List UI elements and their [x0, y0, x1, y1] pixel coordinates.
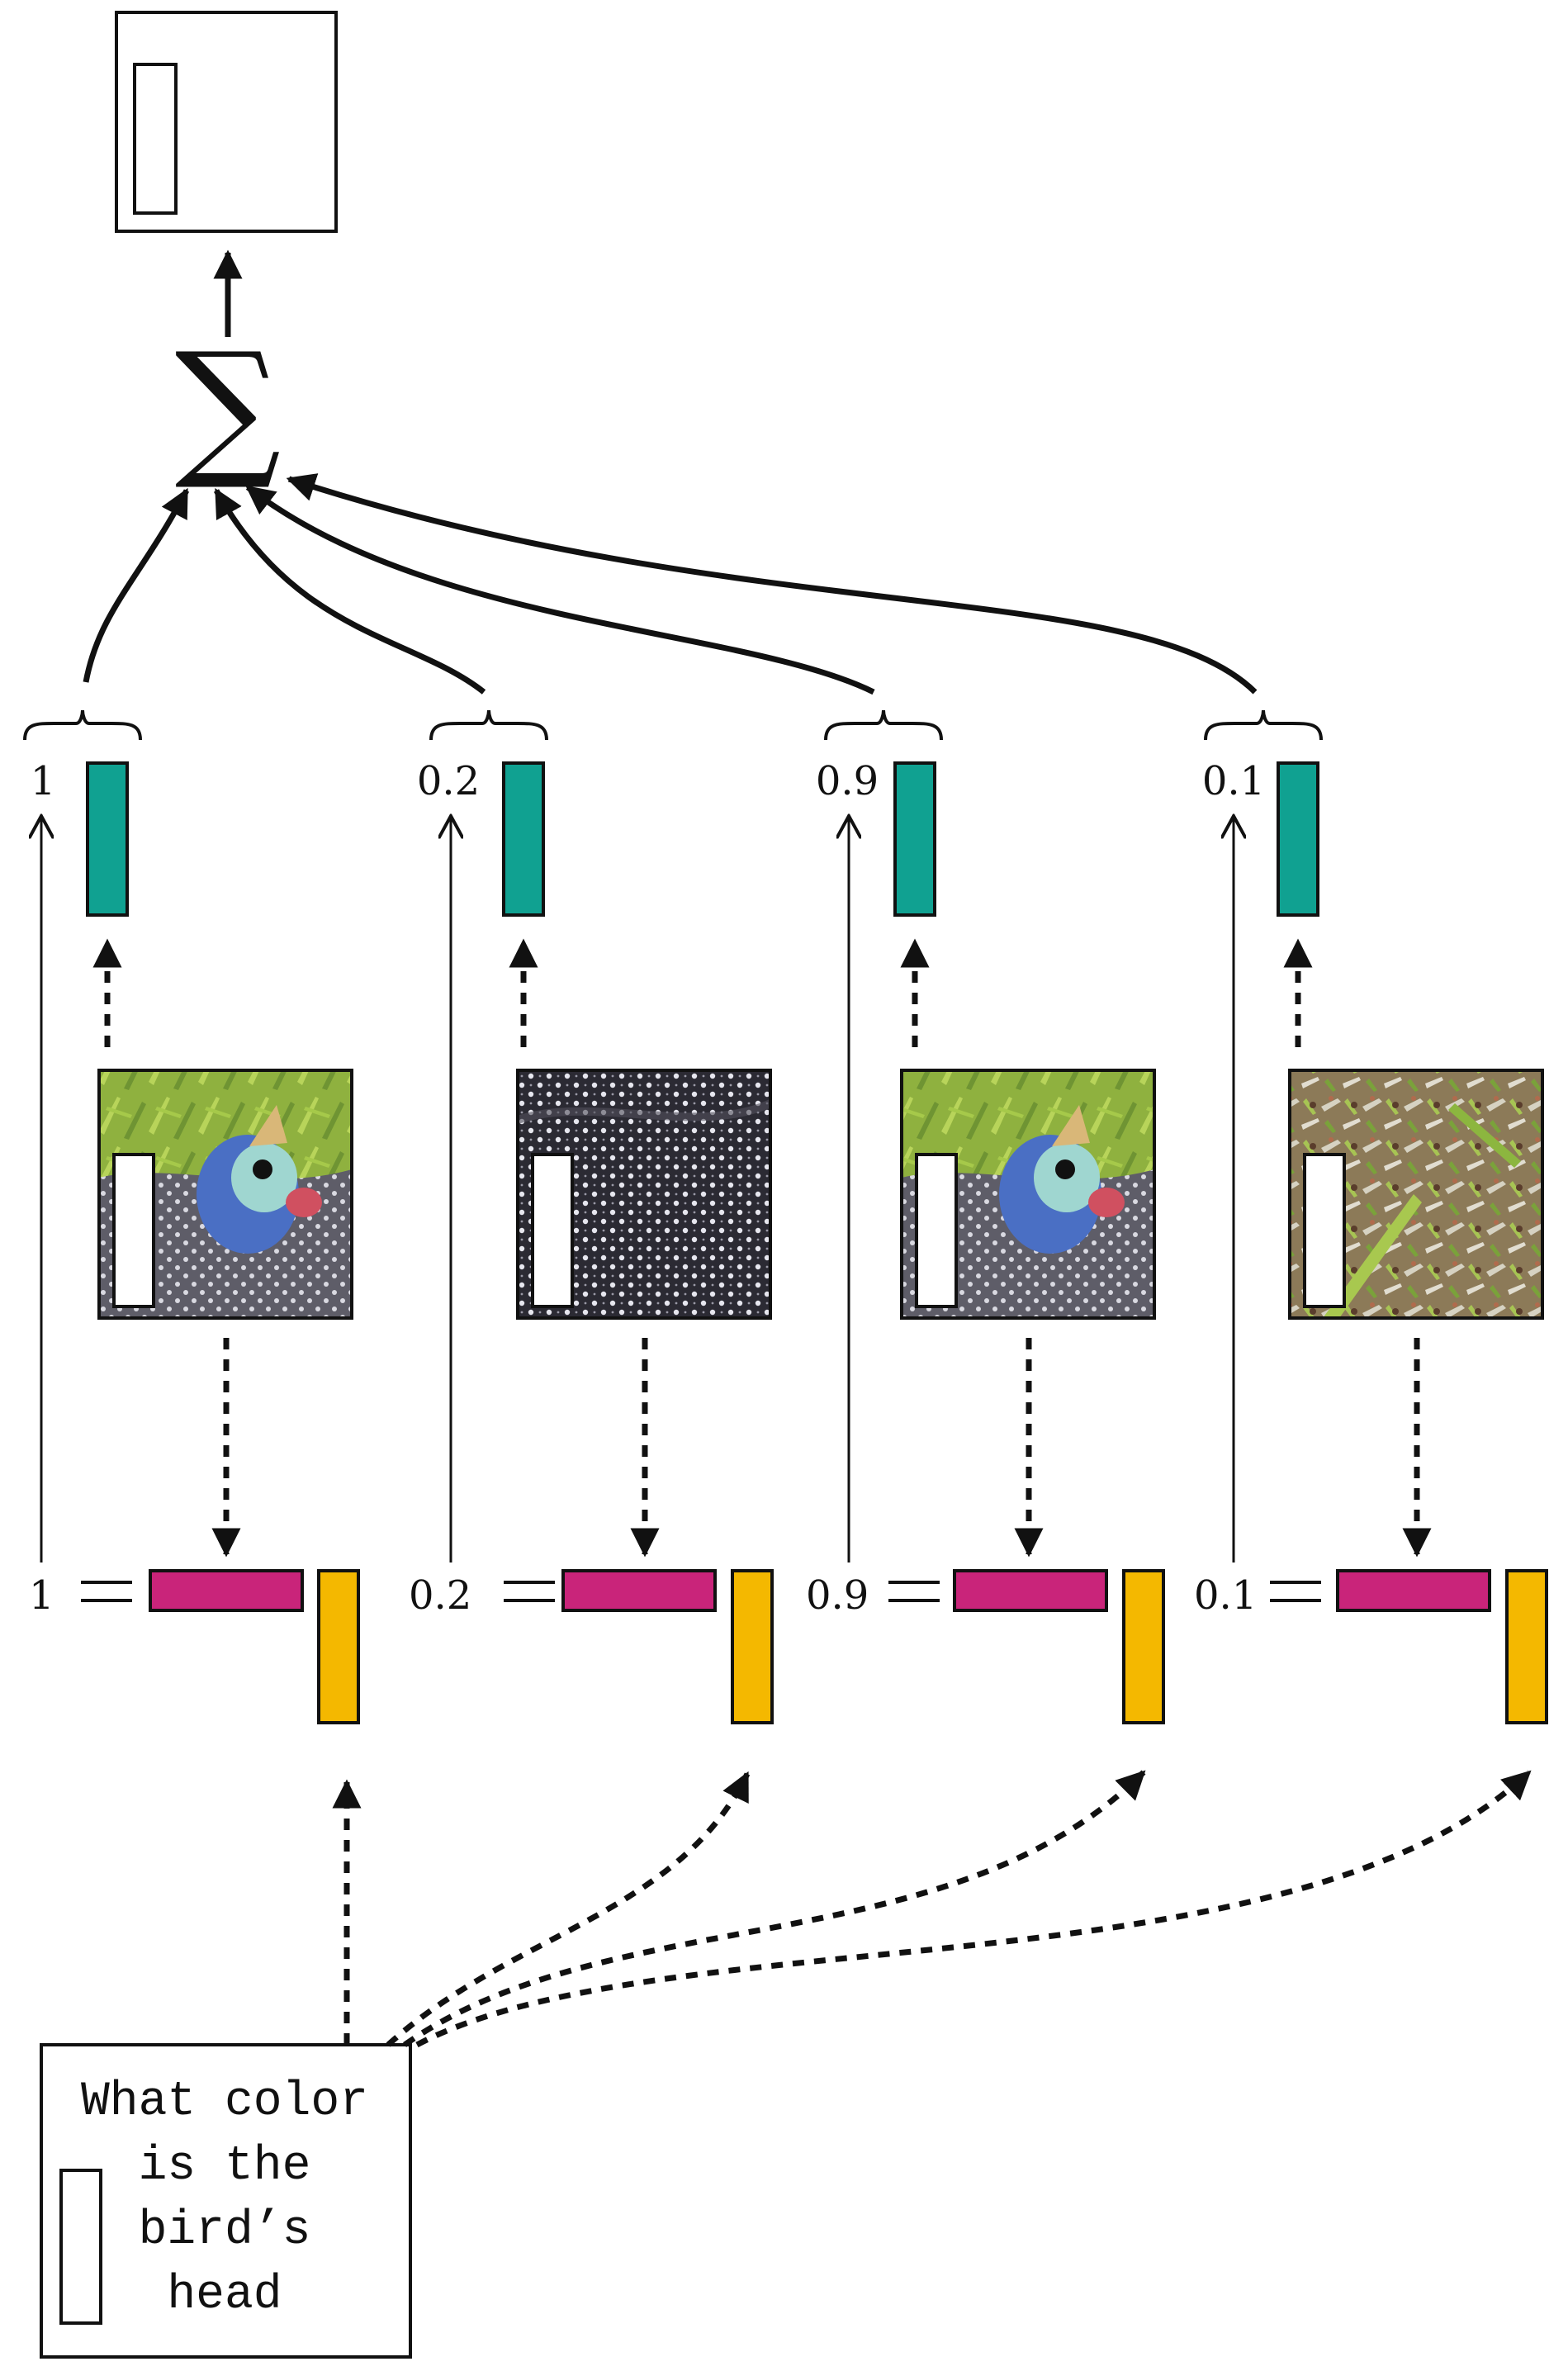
brace	[23, 709, 142, 741]
output-box	[115, 11, 338, 233]
weighted-feature-vector	[86, 761, 129, 917]
weight-label-bottom: 0.9	[806, 1572, 869, 1619]
question-vector	[1122, 1569, 1165, 1724]
column-3: 0.9 0.9	[806, 709, 1165, 1724]
sum-arrow-3	[245, 485, 875, 695]
weighted-feature-vector	[1277, 761, 1319, 917]
equals-sign	[504, 1581, 555, 1602]
question-arrow-4	[415, 1770, 1532, 2048]
weight-label-bottom: 0.1	[1194, 1572, 1257, 1619]
image-patch	[97, 1069, 353, 1320]
equals-sign	[81, 1581, 132, 1602]
question-vector	[1505, 1569, 1548, 1724]
weighted-feature-vector	[893, 761, 936, 917]
weighted-sum-arrows	[83, 473, 1258, 695]
image-vector-transposed	[149, 1569, 304, 1612]
equals-sign	[888, 1581, 940, 1602]
question-arrow-2	[386, 1771, 751, 2047]
sum-arrow-4	[286, 473, 1258, 695]
column-4: 0.1 0.1	[1194, 709, 1548, 1724]
image-vector-transposed	[561, 1569, 717, 1612]
sum-arrow-1	[83, 487, 190, 683]
question-line-4: head	[167, 2269, 282, 2322]
question-line-1: What color	[81, 2075, 368, 2129]
column-1: 11	[23, 709, 360, 1724]
image-vector-transposed	[953, 1569, 1108, 1612]
image-region-vector	[112, 1153, 155, 1308]
weight-label-top: 0.1	[1202, 758, 1265, 804]
question-vector	[317, 1569, 360, 1724]
weight-label-bottom: 0.2	[409, 1572, 471, 1619]
output-vector	[133, 63, 178, 215]
bird-casque	[249, 1105, 287, 1146]
question-line-2: is the	[139, 2140, 311, 2193]
question-box: What color is the bird’s head	[40, 2043, 412, 2359]
weight-label-top: 1	[31, 758, 56, 804]
question-word-vector	[59, 2169, 102, 2325]
brace	[429, 709, 548, 741]
weight-label-top: 0.2	[417, 758, 480, 804]
equals-sign	[1270, 1581, 1321, 1602]
sum-symbol: ∑	[175, 321, 282, 494]
image-patch	[900, 1069, 1156, 1320]
image-vector-transposed	[1336, 1569, 1491, 1612]
image-patch	[1288, 1069, 1544, 1320]
image-region-vector	[1303, 1153, 1346, 1308]
weight-label-bottom: 1	[29, 1572, 54, 1619]
image-region-vector	[531, 1153, 574, 1308]
brace	[1204, 709, 1323, 741]
weighted-feature-vector	[502, 761, 545, 917]
question-arrow-3	[402, 1770, 1146, 2047]
bird-casque	[1052, 1105, 1090, 1146]
question-line-3: bird’s	[139, 2204, 311, 2258]
question-vector	[731, 1569, 774, 1724]
brace	[824, 709, 943, 741]
question-arrows	[332, 1770, 1532, 2048]
sum-arrow-2	[213, 487, 486, 695]
image-region-vector	[915, 1153, 958, 1308]
weight-label-top: 0.9	[816, 758, 879, 804]
column-2: 0.2 0.2	[409, 709, 774, 1724]
image-patch	[516, 1069, 773, 1320]
